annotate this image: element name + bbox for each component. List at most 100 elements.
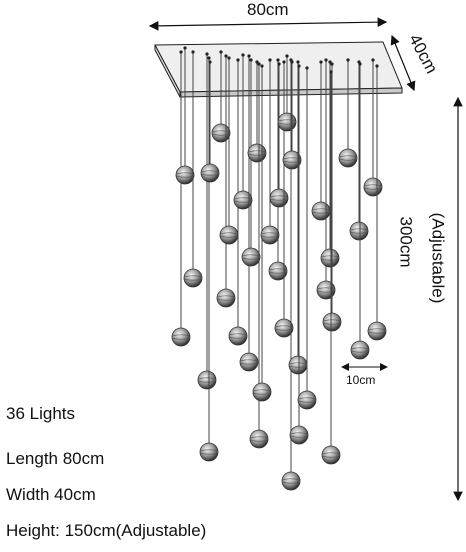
crystal-ball-band — [316, 287, 336, 293]
crystal-ball-band — [349, 228, 369, 234]
cord-anchor — [183, 46, 187, 50]
cord-anchor — [208, 60, 212, 64]
cord-anchor — [330, 62, 334, 66]
crystal-ball-light — [321, 445, 341, 465]
cord-anchor — [305, 66, 309, 70]
crystal-ball-light — [216, 288, 236, 308]
crystal-ball-light — [228, 326, 248, 346]
width-dimension-arrow — [148, 17, 388, 31]
crystal-ball-light — [350, 340, 370, 360]
crystal-ball-band — [289, 432, 309, 438]
crystal-ball-light — [322, 312, 342, 332]
cord-anchor — [219, 50, 223, 54]
cord-anchor — [241, 53, 245, 57]
cord-anchor — [358, 62, 362, 66]
cord-anchor — [319, 60, 323, 64]
height-label: 300cm — [396, 216, 416, 268]
cord-anchor — [236, 58, 240, 62]
spacing-label: 10cm — [346, 373, 376, 387]
crystal-ball-light — [338, 148, 358, 168]
width-label: 80cm — [247, 0, 289, 19]
cord-anchor — [297, 64, 301, 68]
crystal-ball-light — [274, 318, 294, 338]
crystal-ball-light — [247, 143, 267, 163]
crystal-ball-band — [171, 334, 191, 340]
crystal-ball-band — [252, 389, 272, 395]
spec-height: Height: 150cm(Adjustable) — [6, 521, 207, 540]
crystal-ball-band — [247, 150, 267, 156]
cord-anchor — [249, 58, 253, 62]
cord-anchor — [285, 54, 289, 58]
cord-anchor — [224, 54, 228, 58]
spec-width: Width 40cm — [6, 485, 96, 504]
crystal-ball-band — [211, 130, 231, 136]
crystal-ball-band — [183, 275, 203, 281]
crystal-ball-light — [239, 352, 259, 372]
cord-anchor — [268, 58, 272, 62]
crystal-ball-band — [199, 449, 219, 455]
spec-light-count: 36 Lights — [6, 404, 75, 423]
crystal-ball-band — [282, 157, 302, 163]
cord-anchor — [329, 70, 333, 74]
crystal-ball-light — [269, 188, 289, 208]
crystal-ball-band — [216, 295, 236, 301]
crystal-ball-band — [363, 184, 383, 190]
cord-anchor — [346, 58, 350, 62]
crystal-ball-light — [241, 247, 261, 267]
cord-anchor — [260, 64, 264, 68]
crystal-ball-light — [281, 471, 301, 491]
crystal-ball-light — [219, 225, 239, 245]
crystal-ball-band — [297, 397, 317, 403]
height-adjustable-note: (Adjustable) — [428, 212, 448, 304]
cord-anchor — [290, 60, 294, 64]
crystal-ball-light — [349, 221, 369, 241]
crystal-ball-band — [200, 170, 220, 176]
cord-anchor — [255, 60, 259, 64]
crystal-ball-band — [350, 347, 370, 353]
crystal-ball-band — [260, 232, 280, 238]
crystal-ball-light — [277, 112, 297, 132]
crystal-ball-light — [363, 177, 383, 197]
cord-anchor — [276, 58, 280, 62]
cord-anchor — [227, 56, 231, 60]
crystal-ball-band — [197, 377, 217, 383]
crystal-ball-band — [322, 319, 342, 325]
cord-anchor — [375, 64, 379, 68]
crystal-ball-light — [252, 382, 272, 402]
cord-anchor — [282, 60, 286, 64]
cord-anchor — [191, 50, 195, 54]
crystal-ball-band — [281, 478, 301, 484]
crystal-ball-band — [268, 268, 288, 274]
crystal-ball-light — [297, 390, 317, 410]
crystal-ball-band — [338, 155, 358, 161]
crystal-ball-band — [269, 195, 289, 201]
depth-dimension-arrow — [390, 34, 416, 92]
cord-anchor — [257, 62, 261, 66]
crystal-ball-light — [175, 165, 195, 185]
crystal-ball-band — [274, 325, 294, 331]
crystal-ball-light — [197, 370, 217, 390]
crystal-ball-light — [171, 327, 191, 347]
spec-length: Length 80cm — [6, 449, 105, 468]
crystal-ball-band — [233, 197, 253, 203]
crystal-ball-light — [311, 201, 331, 221]
crystal-ball-band — [320, 255, 340, 261]
crystal-ball-band — [321, 452, 341, 458]
cord-anchor — [179, 50, 183, 54]
crystal-ball-band — [239, 359, 259, 365]
cord-anchor — [207, 56, 211, 60]
crystal-ball-light — [211, 123, 231, 143]
crystal-ball-light — [183, 268, 203, 288]
cord-anchor — [296, 60, 300, 64]
cord-anchor — [371, 58, 375, 62]
crystal-ball-light — [367, 321, 387, 341]
cord-anchor — [324, 58, 328, 62]
crystal-ball-light — [249, 429, 269, 449]
pendant-lights — [171, 46, 387, 491]
crystal-ball-band — [249, 436, 269, 442]
crystal-ball-light — [289, 425, 309, 445]
cord-anchor — [277, 62, 281, 66]
crystal-ball-band — [241, 254, 261, 260]
